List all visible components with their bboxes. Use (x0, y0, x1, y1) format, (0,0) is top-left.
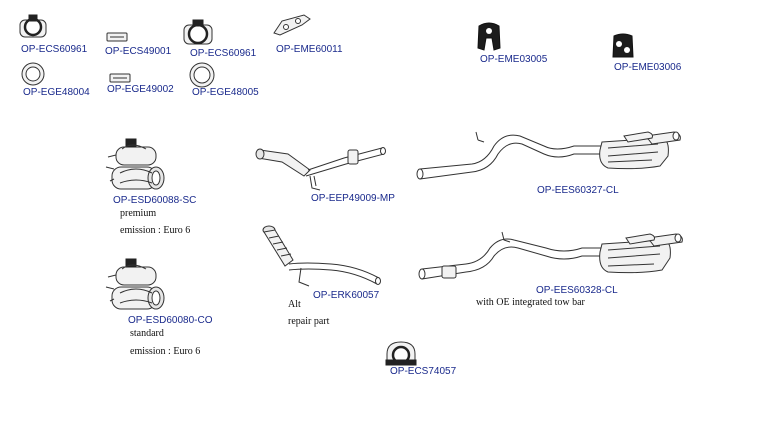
clamp-ecs60961-b-drawing[interactable] (182, 19, 214, 47)
note-ees60328-towbar: with OE integrated tow bar (476, 297, 585, 308)
part-code-eme03006[interactable]: OP-EME03006 (614, 62, 682, 73)
part-code-esd60088[interactable]: OP-ESD60088-SC (113, 195, 197, 206)
part-code-eep49009[interactable]: OP-EEP49009-MP (311, 193, 395, 204)
note-esd60080-emission: emission : Euro 6 (130, 346, 201, 357)
note-erk60057-repair: repair part (288, 316, 330, 327)
gasket-ege49002-drawing[interactable] (109, 72, 131, 84)
part-code-eme03005[interactable]: OP-EME03005 (480, 54, 548, 65)
note-esd60088-quality: premium (120, 208, 157, 219)
part-code-ecs60961-a[interactable]: OP-ECS60961 (21, 44, 88, 55)
dpf-esd60080-drawing[interactable] (102, 257, 170, 315)
part-code-ees60327[interactable]: OP-EES60327-CL (537, 185, 619, 196)
gasket-ege48004-drawing[interactable] (21, 62, 45, 86)
mount-eme03006-drawing[interactable] (610, 32, 636, 60)
rear-silencer-ees60328-drawing[interactable] (414, 228, 686, 286)
note-esd60088-emission: emission : Euro 6 (120, 225, 191, 236)
part-code-ees60328[interactable]: OP-EES60328-CL (536, 285, 618, 296)
note-erk60057-alt: Alt (288, 299, 301, 310)
part-code-ecs60961-b[interactable]: OP-ECS60961 (190, 48, 257, 59)
part-code-erk60057[interactable]: OP-ERK60057 (313, 290, 380, 301)
clamp-ecs74057-drawing[interactable] (385, 340, 417, 366)
dpf-esd60088-drawing[interactable] (102, 137, 170, 195)
part-code-ege48005[interactable]: OP-EGE48005 (192, 87, 259, 98)
gasket-ege48005-drawing[interactable] (189, 62, 215, 88)
mount-eme03005-drawing[interactable] (476, 22, 502, 52)
rear-silencer-ees60327-drawing[interactable] (412, 126, 684, 186)
note-esd60080-quality: standard (130, 328, 164, 339)
part-code-eme60011[interactable]: OP-EME60011 (276, 44, 343, 55)
part-code-ege49002[interactable]: OP-EGE49002 (107, 84, 174, 95)
part-code-ecs74057[interactable]: OP-ECS74057 (390, 366, 457, 377)
repair-pipe-erk60057-drawing[interactable] (261, 222, 385, 292)
clamp-ecs60961-a-drawing[interactable] (18, 14, 48, 40)
front-pipe-eep49009-drawing[interactable] (254, 138, 388, 196)
part-code-ege48004[interactable]: OP-EGE48004 (23, 87, 90, 98)
mount-eme60011-drawing[interactable] (272, 13, 312, 37)
part-code-ecs49001[interactable]: OP-ECS49001 (105, 46, 172, 57)
gasket-ecs49001-drawing[interactable] (106, 31, 128, 43)
part-code-esd60080[interactable]: OP-ESD60080-CO (128, 315, 213, 326)
